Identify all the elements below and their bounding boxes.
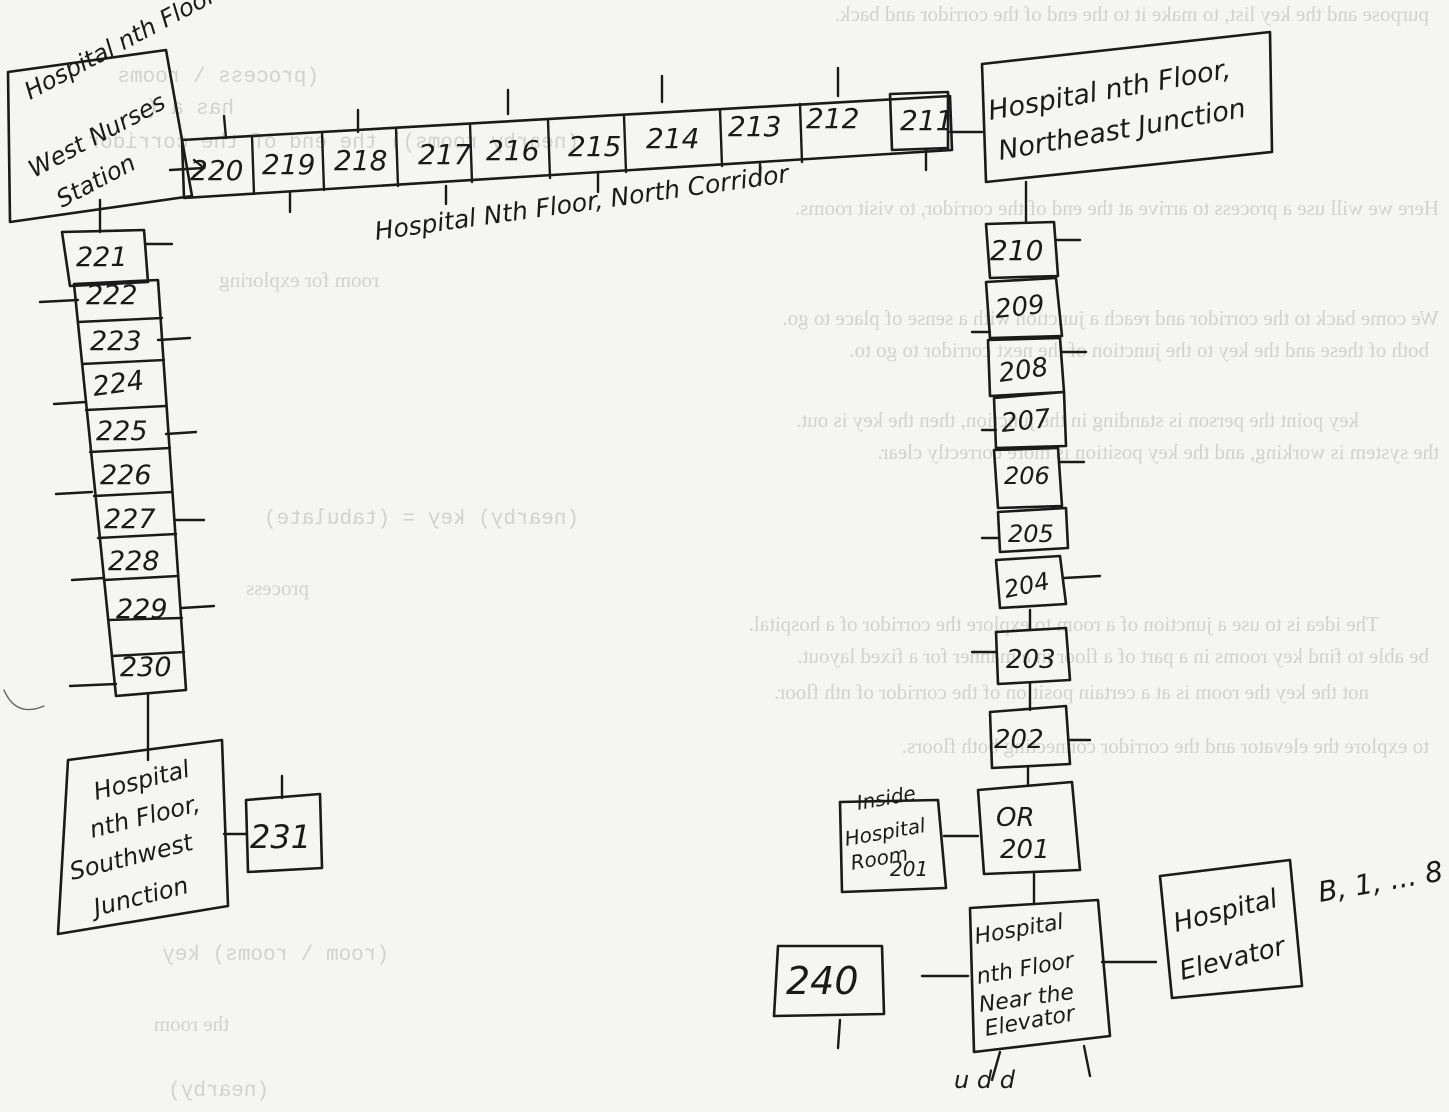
- or-201-box: OR 201: [944, 782, 1080, 904]
- inside-room-201: Inside Hospital Room 201: [840, 781, 946, 892]
- room-240: 240: [786, 959, 859, 1003]
- near-elevator-line1: Hospital: [973, 910, 1066, 950]
- room-240-box: 240: [774, 946, 884, 1048]
- room-229: 229: [116, 594, 168, 625]
- room-210: 210: [990, 234, 1043, 267]
- room-230: 230: [120, 652, 172, 683]
- hospital-elevator: Hospital Elevator B, 1, ... 8: [1160, 855, 1445, 998]
- east-corridor-rooms: 210 209 208 207 206 205 204 203 202: [972, 222, 1100, 786]
- room-219: 219: [262, 148, 315, 181]
- room-223: 223: [90, 326, 142, 357]
- room-225: 225: [96, 416, 148, 447]
- room-221: 221: [76, 242, 128, 273]
- hospital-elevator-line1: Hospital: [1170, 884, 1281, 939]
- room-227: 227: [104, 504, 156, 535]
- room-231-box: 231: [246, 776, 322, 872]
- room-214: 214: [646, 122, 699, 155]
- room-217: 217: [418, 138, 472, 171]
- room-211: 211: [900, 104, 953, 137]
- hospital-elevator-line2: Elevator: [1176, 931, 1290, 987]
- elevator-floors-label: B, 1, ... 8: [1315, 855, 1445, 909]
- room-203: 203: [1006, 645, 1056, 675]
- room-206: 206: [1004, 462, 1050, 490]
- room-207: 207: [1000, 404, 1053, 439]
- room-231: 231: [250, 818, 311, 856]
- room-215: 215: [568, 130, 621, 163]
- near-elevator-junction: Hospital nth Floor Near the Elevator u d…: [922, 900, 1156, 1094]
- room-205: 205: [1008, 520, 1054, 548]
- room-222: 222: [86, 280, 138, 311]
- room-202: 202: [994, 725, 1044, 755]
- west-nurses-station-line1: Hospital nth Floor: [20, 0, 223, 105]
- west-nurses-station: Hospital nth Floor West Nurses Station: [8, 0, 223, 222]
- or-201-line2: 201: [1000, 835, 1050, 865]
- north-corridor-rooms: 220 219 218 217 216 215 214 213 212 211 …: [170, 68, 982, 246]
- southwest-junction: Hospital nth Floor, Southwest Junction: [58, 740, 246, 934]
- edge-mark: [4, 690, 44, 710]
- room-226: 226: [100, 460, 152, 491]
- west-corridor-rooms: 221 222 223 224 225 226 227 228 229 230: [40, 200, 214, 760]
- room-212: 212: [806, 102, 859, 135]
- inside-room-201-line4: 201: [890, 857, 928, 881]
- room-224: 224: [91, 365, 146, 403]
- inside-room-201-line1: Inside: [855, 781, 918, 815]
- room-228: 228: [108, 546, 160, 577]
- exits-label: u d d: [954, 1066, 1016, 1094]
- room-208: 208: [997, 352, 1050, 389]
- room-204: 204: [1001, 567, 1052, 604]
- or-201-line1: OR: [996, 803, 1035, 833]
- northeast-junction: Hospital nth Floor, Northeast Junction: [982, 32, 1272, 222]
- room-209: 209: [994, 290, 1047, 325]
- room-216: 216: [486, 134, 539, 167]
- room-213: 213: [728, 110, 781, 143]
- room-220: 220: [190, 154, 243, 187]
- room-218: 218: [334, 144, 387, 177]
